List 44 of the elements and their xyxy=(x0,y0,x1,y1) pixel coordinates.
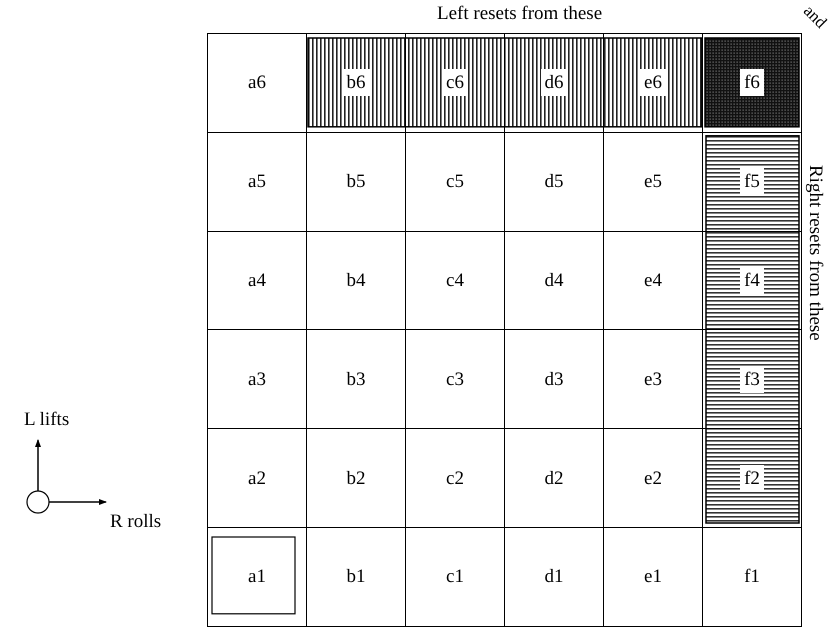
cell-label: f4 xyxy=(740,266,764,294)
annotation-label: L lifts xyxy=(24,410,70,429)
cell-label: f6 xyxy=(740,69,764,96)
cell-label: d4 xyxy=(544,270,564,290)
grid-cell xyxy=(207,33,307,133)
annotation-label: Right resets from these xyxy=(806,165,825,341)
cell-label: b2 xyxy=(346,468,366,488)
cell-label: a2 xyxy=(248,468,266,488)
cell-label: d1 xyxy=(544,567,564,586)
cell-label: a3 xyxy=(248,370,266,389)
cell-label: f5 xyxy=(740,168,764,196)
grid-cell xyxy=(207,527,307,627)
annotation-label: R rolls xyxy=(110,512,162,531)
cell-label: b5 xyxy=(346,172,366,192)
cell-label: d5 xyxy=(544,172,564,192)
cell-label: c5 xyxy=(446,172,464,192)
cell-label: b1 xyxy=(346,567,366,586)
cell-label: c6 xyxy=(442,69,468,96)
cell-label: a1 xyxy=(248,567,266,586)
cell-label: a6 xyxy=(248,73,266,92)
cell-label: e2 xyxy=(644,468,662,488)
cell-label: d3 xyxy=(544,370,564,389)
cell-label: f1 xyxy=(744,567,760,586)
annotation-label: Left resets from these xyxy=(437,4,602,23)
cell-label: c4 xyxy=(446,270,464,290)
cell-label: c1 xyxy=(446,567,464,586)
cell-label: e4 xyxy=(644,270,662,290)
cell-label: e1 xyxy=(644,567,662,586)
cell-label: d2 xyxy=(544,468,564,488)
cell-label: f2 xyxy=(740,464,764,492)
cell-label: c2 xyxy=(446,468,464,488)
cell-label: e3 xyxy=(644,370,662,389)
cell-label: e6 xyxy=(640,69,666,96)
cell-label: d6 xyxy=(540,69,568,96)
cell-label: b3 xyxy=(346,370,366,389)
cell-label: f3 xyxy=(740,366,764,393)
annotation-label: and xyxy=(800,2,828,32)
cell-label: b4 xyxy=(346,270,366,290)
grid-cell xyxy=(702,527,802,627)
cell-label: a4 xyxy=(248,270,266,290)
cell-label: b6 xyxy=(342,69,370,96)
cell-label: a5 xyxy=(248,172,266,192)
cell-label: e5 xyxy=(644,172,662,192)
cell-label: c3 xyxy=(446,370,464,389)
